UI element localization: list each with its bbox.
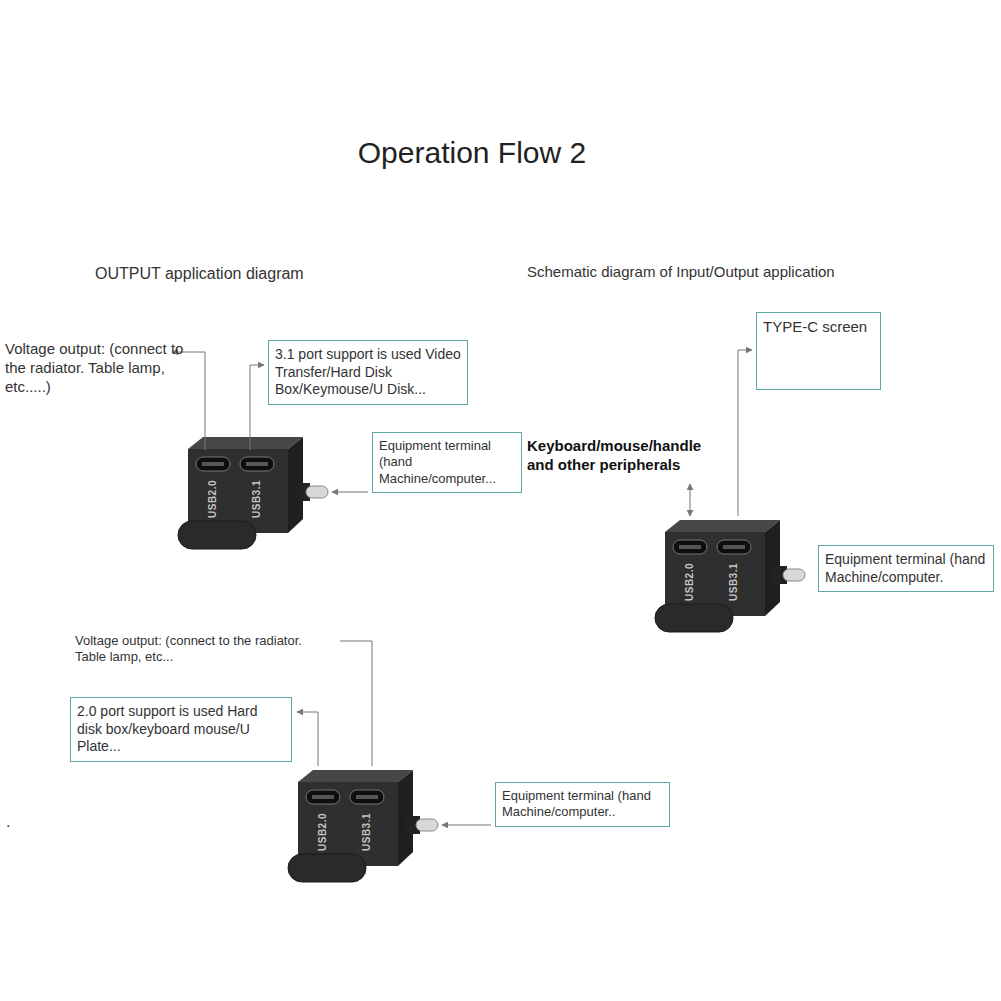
port-marking: USB2.0 [684, 563, 697, 601]
leader-line [340, 641, 372, 766]
adapter-illustration [178, 437, 328, 549]
stray-mark: . [6, 812, 26, 832]
note-text: Voltage output: (connect to the radiator… [75, 633, 335, 666]
callout-text: Equipment terminal (hand Machine/compute… [502, 788, 663, 821]
callout-box: Equipment terminal (hand Machine/compute… [372, 432, 522, 493]
callout-text: 2.0 port support is used Hard disk box/k… [77, 703, 285, 756]
port-marking: USB3.1 [361, 813, 374, 851]
leader-line [738, 350, 752, 516]
callout-box: 2.0 port support is used Hard disk box/k… [70, 697, 292, 762]
note-text: Keyboard/mouse/handle and other peripher… [527, 437, 723, 475]
leader-line [250, 365, 264, 450]
leader-line [442, 825, 491, 826]
port-marking: USB2.0 [317, 813, 330, 851]
callout-box: 3.1 port support is used Video Transfer/… [268, 340, 468, 405]
leader-line [297, 712, 318, 766]
leader-line [172, 352, 205, 450]
callout-text: Equipment terminal (hand Machine/compute… [379, 438, 515, 487]
adapter-illustration [288, 770, 438, 882]
callout-text: 3.1 port support is used Video Transfer/… [275, 346, 461, 399]
leader-line [332, 492, 368, 493]
port-marking: USB3.1 [728, 563, 741, 601]
callout-box: Equipment terminal (hand Machine/compute… [495, 782, 670, 827]
leader-line [690, 484, 691, 516]
port-marking: USB3.1 [251, 480, 264, 518]
callout-text: TYPE-C screen [763, 318, 874, 337]
diagram-title: Operation Flow 2 [272, 134, 672, 172]
section-heading: Schematic diagram of Input/Output applic… [527, 263, 907, 282]
callout-box: Equipment terminal (hand Machine/compute… [818, 545, 994, 592]
adapter-illustration [655, 520, 805, 632]
port-marking: USB2.0 [207, 480, 220, 518]
callout-box: TYPE-C screen [756, 312, 881, 390]
callout-text: Equipment terminal (hand Machine/compute… [825, 551, 987, 586]
section-heading: OUTPUT application diagram [95, 264, 355, 284]
note-text: Voltage output: (connect to the radiator… [5, 340, 195, 396]
